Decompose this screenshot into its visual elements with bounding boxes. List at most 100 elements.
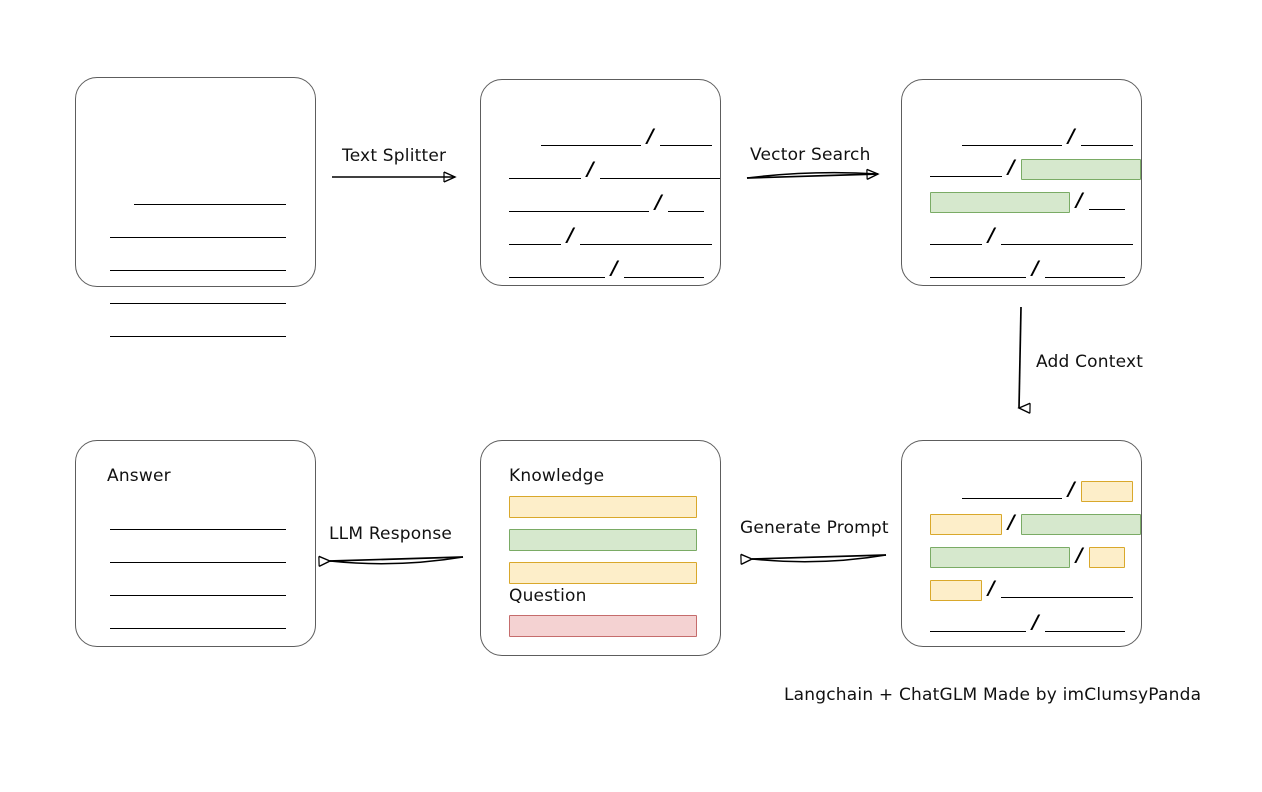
- line-segment: [110, 222, 286, 238]
- chunk-row: /: [930, 225, 1133, 248]
- source-document-lines: [76, 78, 315, 337]
- chunk-separator: /: [587, 157, 594, 180]
- chunk-row: /: [509, 157, 720, 182]
- chunk-separator: /: [1076, 188, 1083, 211]
- chunk-segment-left: [509, 163, 581, 179]
- chunk-segment-left: [930, 616, 1026, 632]
- node-matched-chunks[interactable]: / / / / /: [901, 79, 1142, 286]
- chunk-segment-right: [1088, 194, 1125, 210]
- chunk-separator: /: [1076, 543, 1083, 566]
- chunk-row: /: [930, 543, 1125, 568]
- chunk-row: /: [962, 477, 1133, 502]
- chunk-segment-right-highlight: [1088, 546, 1125, 568]
- chunk-separator: /: [1068, 124, 1075, 147]
- edge-label-text-splitter: Text Splitter: [342, 146, 447, 166]
- chunk-segment-right: [1044, 616, 1125, 632]
- node-source-document[interactable]: [75, 77, 316, 337]
- chunk-row: /: [930, 510, 1141, 535]
- chunk-segment-right: [623, 262, 704, 278]
- chunk-separator: /: [988, 576, 995, 599]
- chunk-separator: /: [1032, 610, 1039, 633]
- context-chunk-rows: / / / / /: [902, 441, 1141, 646]
- chunk-segment-left: [930, 229, 982, 245]
- edge-label-add-context: Add Context: [1036, 352, 1144, 372]
- chunk-segment-right: [1080, 130, 1133, 146]
- edge-generate-prompt: [740, 553, 887, 565]
- chunk-row: /: [509, 223, 712, 248]
- line-segment: [134, 189, 286, 205]
- chunk-row: /: [541, 126, 712, 149]
- chunk-segment-right: [599, 163, 720, 179]
- document-line: [110, 219, 286, 241]
- chunk-row: /: [509, 256, 704, 281]
- chunk-row: /: [930, 256, 1125, 281]
- chunk-segment-right: [1000, 582, 1133, 598]
- line-segment: [110, 255, 286, 271]
- chunk-segment-left-highlight: [930, 579, 982, 601]
- node-prompt[interactable]: Knowledge Question: [480, 440, 721, 656]
- answer-lines: [76, 441, 315, 646]
- chunk-segment-left: [962, 130, 1062, 146]
- question-bar: [509, 615, 697, 637]
- chunk-segment-left: [930, 262, 1026, 278]
- line-segment: [110, 514, 286, 530]
- chunk-segment-right-highlight: [1020, 158, 1141, 180]
- chunk-segment-right-highlight: [1080, 480, 1133, 502]
- split-chunk-rows: / / / / /: [481, 80, 720, 285]
- chunk-segment-left: [509, 196, 649, 212]
- answer-line: [110, 544, 286, 566]
- chunk-row: /: [930, 610, 1125, 635]
- chunk-segment-left: [930, 161, 1002, 177]
- chunk-segment-right: [659, 130, 712, 146]
- node-context-chunks[interactable]: / / / / /: [901, 440, 1142, 647]
- chunk-separator: /: [567, 223, 574, 246]
- chunk-segment-left: [962, 483, 1062, 499]
- chunk-segment-left: [509, 262, 605, 278]
- chunk-row: /: [962, 124, 1133, 149]
- edge-add-context: [1017, 306, 1031, 414]
- edge-llm-response: [318, 555, 464, 567]
- document-line: [110, 252, 286, 274]
- knowledge-bar: [509, 562, 697, 584]
- footer-credit: Langchain + ChatGLM Made by imClumsyPand…: [784, 685, 1202, 705]
- chunk-separator: /: [1032, 256, 1039, 279]
- line-segment: [110, 613, 286, 629]
- knowledge-label: Knowledge: [509, 466, 605, 486]
- edge-vector-search: [746, 168, 880, 180]
- chunk-row: /: [930, 576, 1133, 601]
- document-line: [110, 285, 286, 307]
- chunk-segment-right: [1000, 229, 1133, 245]
- chunk-segment-left-highlight: [930, 546, 1070, 568]
- document-line: [134, 186, 286, 208]
- document-line: [110, 318, 286, 340]
- matched-chunk-rows: / / / / /: [902, 80, 1141, 285]
- node-split-chunks[interactable]: / / / / /: [480, 79, 721, 286]
- chunk-separator: /: [1068, 477, 1075, 500]
- question-label: Question: [509, 586, 587, 606]
- answer-line: [110, 577, 286, 599]
- chunk-segment-right: [1044, 262, 1125, 278]
- edge-label-generate-prompt: Generate Prompt: [740, 518, 889, 538]
- answer-line: [110, 511, 286, 533]
- chunk-row: /: [930, 155, 1141, 180]
- answer-label: Answer: [107, 466, 171, 486]
- chunk-separator: /: [1008, 155, 1015, 178]
- chunk-separator: /: [655, 190, 662, 213]
- chunk-segment-right: [579, 229, 712, 245]
- edge-label-vector-search: Vector Search: [750, 145, 871, 165]
- chunk-segment-right: [667, 196, 704, 212]
- node-answer[interactable]: Answer: [75, 440, 316, 647]
- answer-line: [110, 610, 286, 632]
- chunk-segment-left-highlight: [930, 513, 1002, 535]
- line-segment: [110, 288, 286, 304]
- chunk-row: /: [509, 190, 704, 215]
- chunk-segment-left-highlight: [930, 191, 1070, 213]
- line-segment: [110, 547, 286, 563]
- knowledge-bar: [509, 529, 697, 551]
- chunk-segment-right-highlight: [1020, 513, 1141, 535]
- knowledge-bar: [509, 496, 697, 518]
- chunk-separator: /: [611, 256, 618, 279]
- line-segment: [110, 321, 286, 337]
- chunk-separator: /: [1008, 510, 1015, 533]
